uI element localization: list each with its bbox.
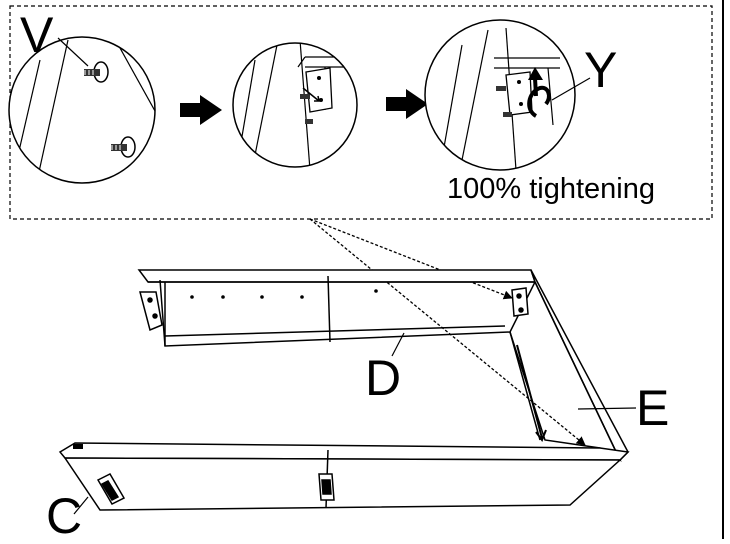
- detail-circle-screws: [8, 36, 156, 184]
- screw-icon: [300, 94, 313, 124]
- tightening-caption: 100% tightening: [447, 173, 655, 205]
- arrow-right-icon: [386, 89, 428, 119]
- label-c-leader: [73, 496, 89, 515]
- label-v-leader: [57, 37, 89, 67]
- screw-icon: [84, 61, 109, 83]
- bracket-icon: [305, 67, 333, 113]
- bracket-icon: [511, 287, 529, 317]
- label-e: E: [636, 380, 670, 436]
- panel-d: [137, 269, 537, 347]
- label-e-leader: [577, 407, 637, 410]
- arrow-right-icon: [180, 95, 222, 125]
- label-d-leader: [391, 332, 405, 357]
- screw-icon: [111, 136, 136, 158]
- label-c: C: [46, 488, 83, 544]
- detail-circle-insert: [232, 42, 358, 168]
- bracket-icon: [96, 473, 126, 505]
- label-y-leader: [551, 77, 591, 101]
- insert-arrow-icon: [302, 87, 320, 102]
- bracket-icon: [318, 473, 335, 501]
- label-y: Y: [584, 42, 618, 98]
- rotate-arrow-icon: [527, 67, 551, 118]
- label-d: D: [365, 350, 402, 406]
- screw-icon: [496, 86, 512, 117]
- detail-pointer-1: [309, 218, 513, 300]
- panel-c: [58, 442, 630, 511]
- bracket-icon: [139, 291, 163, 332]
- label-v: V: [20, 7, 54, 63]
- detail-pointer-2: [309, 218, 586, 446]
- detail-circle-tighten: [424, 19, 576, 171]
